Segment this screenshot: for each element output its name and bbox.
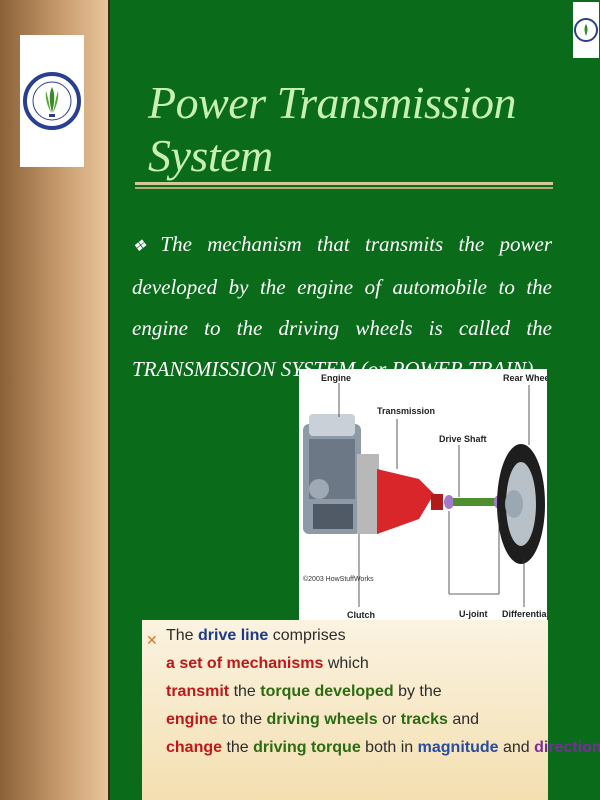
text-run: driving wheels	[266, 711, 378, 728]
definition-text: The mechanism that transmits the power d…	[132, 232, 553, 381]
institute-logo-small	[573, 2, 599, 58]
transmission-illustration	[357, 454, 443, 534]
text-run: a set of mechanisms	[166, 655, 324, 672]
drive-line-row-4: engine to the driving wheels or tracks a…	[166, 706, 479, 734]
sidebar-divider	[108, 0, 110, 800]
label-differential: Differential	[502, 609, 547, 619]
slide-title: Power Transmission System	[148, 77, 517, 181]
label-transmission: Transmission	[377, 406, 435, 416]
text-run: driving torque	[253, 739, 361, 756]
title-underline	[135, 182, 553, 189]
text-run: transmit	[166, 683, 230, 700]
label-drive-shaft: Drive Shaft	[439, 434, 487, 444]
drive-line-callout: ✕ The drive line comprises a set of mech…	[142, 620, 600, 800]
definition-bullet: ❖The mechanism that transmits the power …	[132, 224, 552, 390]
text-run: by the	[393, 683, 442, 700]
drive-line-row-3: transmit the torque developed by the	[166, 678, 442, 706]
text-run: the	[222, 739, 254, 756]
text-run: and	[447, 711, 480, 728]
label-u-joint: U-joint	[459, 609, 488, 619]
institute-logo	[20, 35, 84, 167]
text-run: engine	[166, 711, 218, 728]
drive-line-row-1: The drive line comprises	[166, 622, 346, 650]
engine-illustration	[303, 414, 361, 534]
text-run: both in	[360, 739, 418, 756]
drive-line-row-2: a set of mechanisms which	[166, 650, 369, 678]
text-run: or	[377, 711, 401, 728]
diagram-copyright: ©2003 HowStuffWorks	[303, 575, 374, 583]
text-run: to the	[217, 711, 267, 728]
text-run: drive line	[198, 627, 269, 644]
text-run: The	[166, 627, 199, 644]
drive-line-row-5: change the driving torque both in magnit…	[166, 734, 600, 762]
x-bullet-icon: ✕	[146, 632, 158, 648]
text-run: torque developed	[260, 683, 394, 700]
text-run: which	[323, 655, 369, 672]
label-clutch: Clutch	[347, 610, 375, 620]
label-engine: Engine	[321, 373, 351, 383]
power-train-diagram: Engine Transmission Drive Shaft Rear Whe…	[299, 369, 552, 621]
text-run: and	[498, 739, 535, 756]
text-run: comprises	[268, 627, 346, 644]
text-run: magnitude	[417, 739, 499, 756]
diamond-bullet-icon: ❖	[132, 238, 157, 255]
text-run: tracks	[400, 711, 448, 728]
label-rear-wheel: Rear Wheel	[503, 373, 547, 383]
rear-wheel-illustration	[497, 444, 545, 564]
text-run: the	[229, 683, 261, 700]
text-run: direction	[534, 739, 600, 756]
text-run: change	[166, 739, 223, 756]
